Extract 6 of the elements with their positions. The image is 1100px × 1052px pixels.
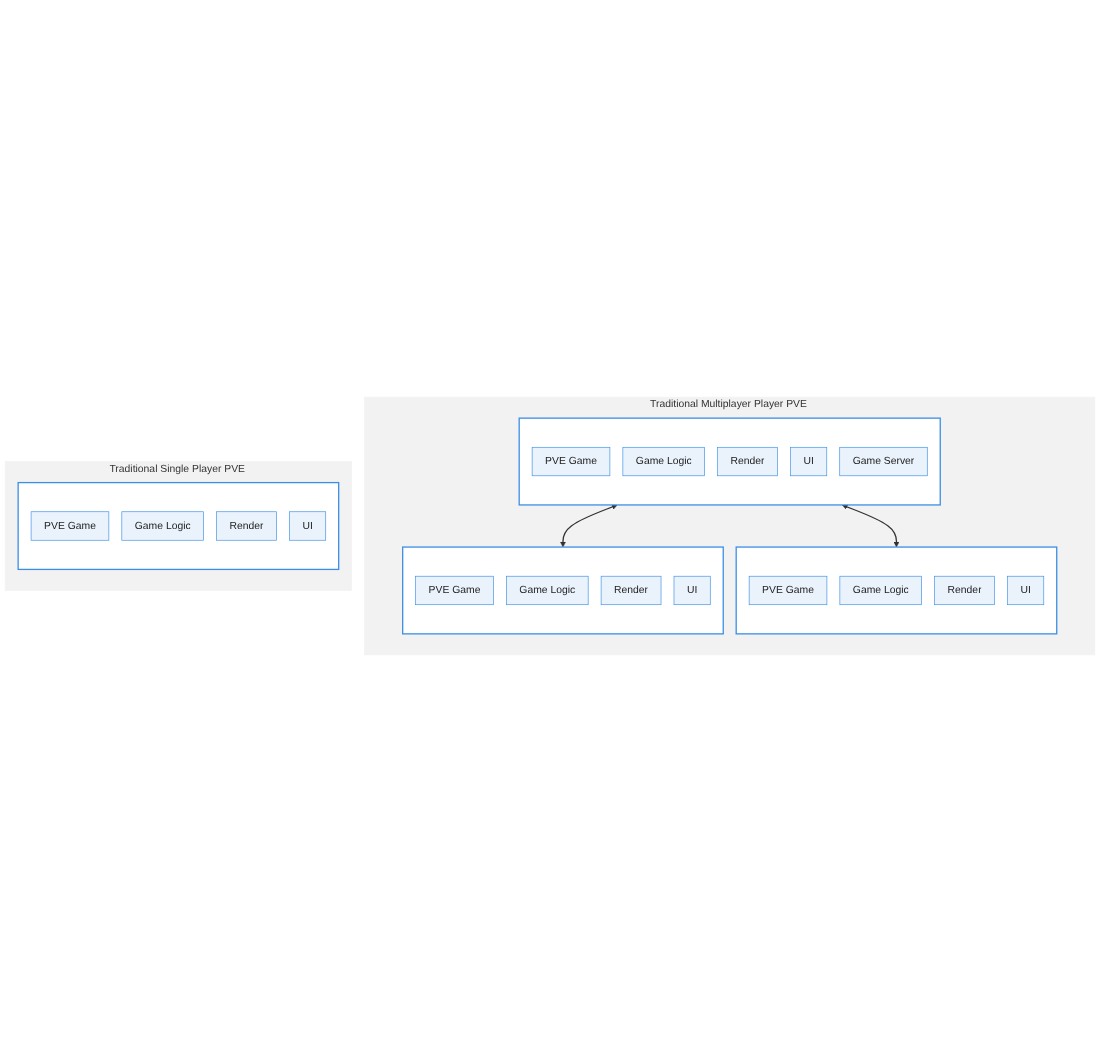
arrow (842, 504, 900, 548)
arrow (560, 504, 618, 548)
cluster (402, 546, 724, 635)
cluster (518, 417, 941, 506)
cluster (17, 481, 340, 571)
cluster (735, 546, 1058, 635)
